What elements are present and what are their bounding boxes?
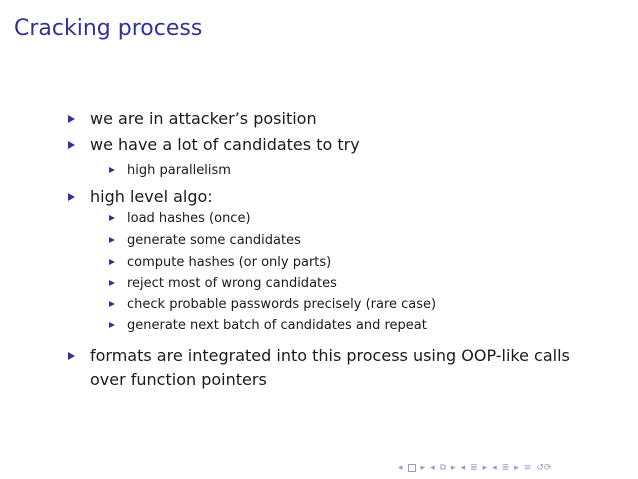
sub-bullet: check probable passwords precisely (rare… [109,296,437,314]
bullet-triangle-icon [68,352,75,360]
bullet-text-line-1: formats are integrated into this process… [90,346,570,365]
bullet-text: we are in attacker’s position [90,109,317,128]
bullet-text: we have a lot of candidates to try [90,135,360,154]
sub-bullet-text: compute hashes (or only parts) [127,255,332,270]
sub-bullet: reject most of wrong candidates [109,275,337,293]
nav-left-icon[interactable]: ◂ [492,463,497,473]
sub-bullet-text: check probable passwords precisely (rare… [127,297,437,312]
slide-title: Cracking process [14,16,203,41]
sub-bullet: generate some candidates [109,232,301,250]
sub-bullet-triangle-icon [109,322,115,328]
sub-bullet-triangle-icon [109,301,115,307]
sub-bullet: load hashes (once) [109,210,251,228]
nav-left-icon[interactable]: ◂ [398,463,403,473]
nav-section-icon[interactable]: ≣ [470,463,478,473]
sub-bullet-text: generate next batch of candidates and re… [127,318,427,333]
sub-bullet-text: load hashes (once) [127,211,251,226]
nav-frame-icon[interactable] [407,464,416,472]
bullet-1: we are in attacker’s position [68,107,610,131]
bullet-text-line-2: over function pointers [90,370,267,389]
sub-bullet-triangle-icon [109,237,115,243]
sub-bullet-triangle-icon [109,280,115,286]
navigation-bar: ◂ ▸ ◂ ⧉ ▸ ◂ ≣ ▸ ◂ ≣ ▸ ≡ ↺⟳ [398,462,551,474]
bullet-4: formats are integrated into this process… [68,344,610,392]
nav-search-icon[interactable]: ↺⟳ [536,463,552,473]
sub-bullet: generate next batch of candidates and re… [109,317,427,335]
sub-bullet-triangle-icon [109,215,115,221]
sub-bullet-text: reject most of wrong candidates [127,276,337,291]
bullet-3: high level algo: [68,185,610,209]
nav-subsection-icon[interactable]: ⧉ [439,463,447,473]
nav-left-icon[interactable]: ◂ [460,463,466,473]
sub-bullet: compute hashes (or only parts) [109,254,332,272]
nav-right-icon[interactable]: ▸ [420,463,426,473]
nav-align-icon[interactable]: ≡ [523,463,532,473]
bullet-triangle-icon [68,115,75,123]
nav-section-icon[interactable]: ≣ [501,463,510,473]
sub-bullet-triangle-icon [109,167,115,173]
bullet-triangle-icon [68,193,75,201]
nav-left-icon[interactable]: ◂ [430,463,435,473]
sub-bullet-text: generate some candidates [127,233,301,248]
bullet-2: we have a lot of candidates to try [68,133,610,157]
bullet-text: high level algo: [90,187,213,206]
nav-right-icon[interactable]: ▸ [451,463,456,473]
nav-right-icon[interactable]: ▸ [514,463,519,473]
bullet-triangle-icon [68,141,75,149]
sub-bullet: high parallelism [109,162,231,180]
sub-bullet-triangle-icon [109,259,115,265]
sub-bullet-text: high parallelism [127,163,231,178]
nav-right-icon[interactable]: ▸ [482,463,488,473]
